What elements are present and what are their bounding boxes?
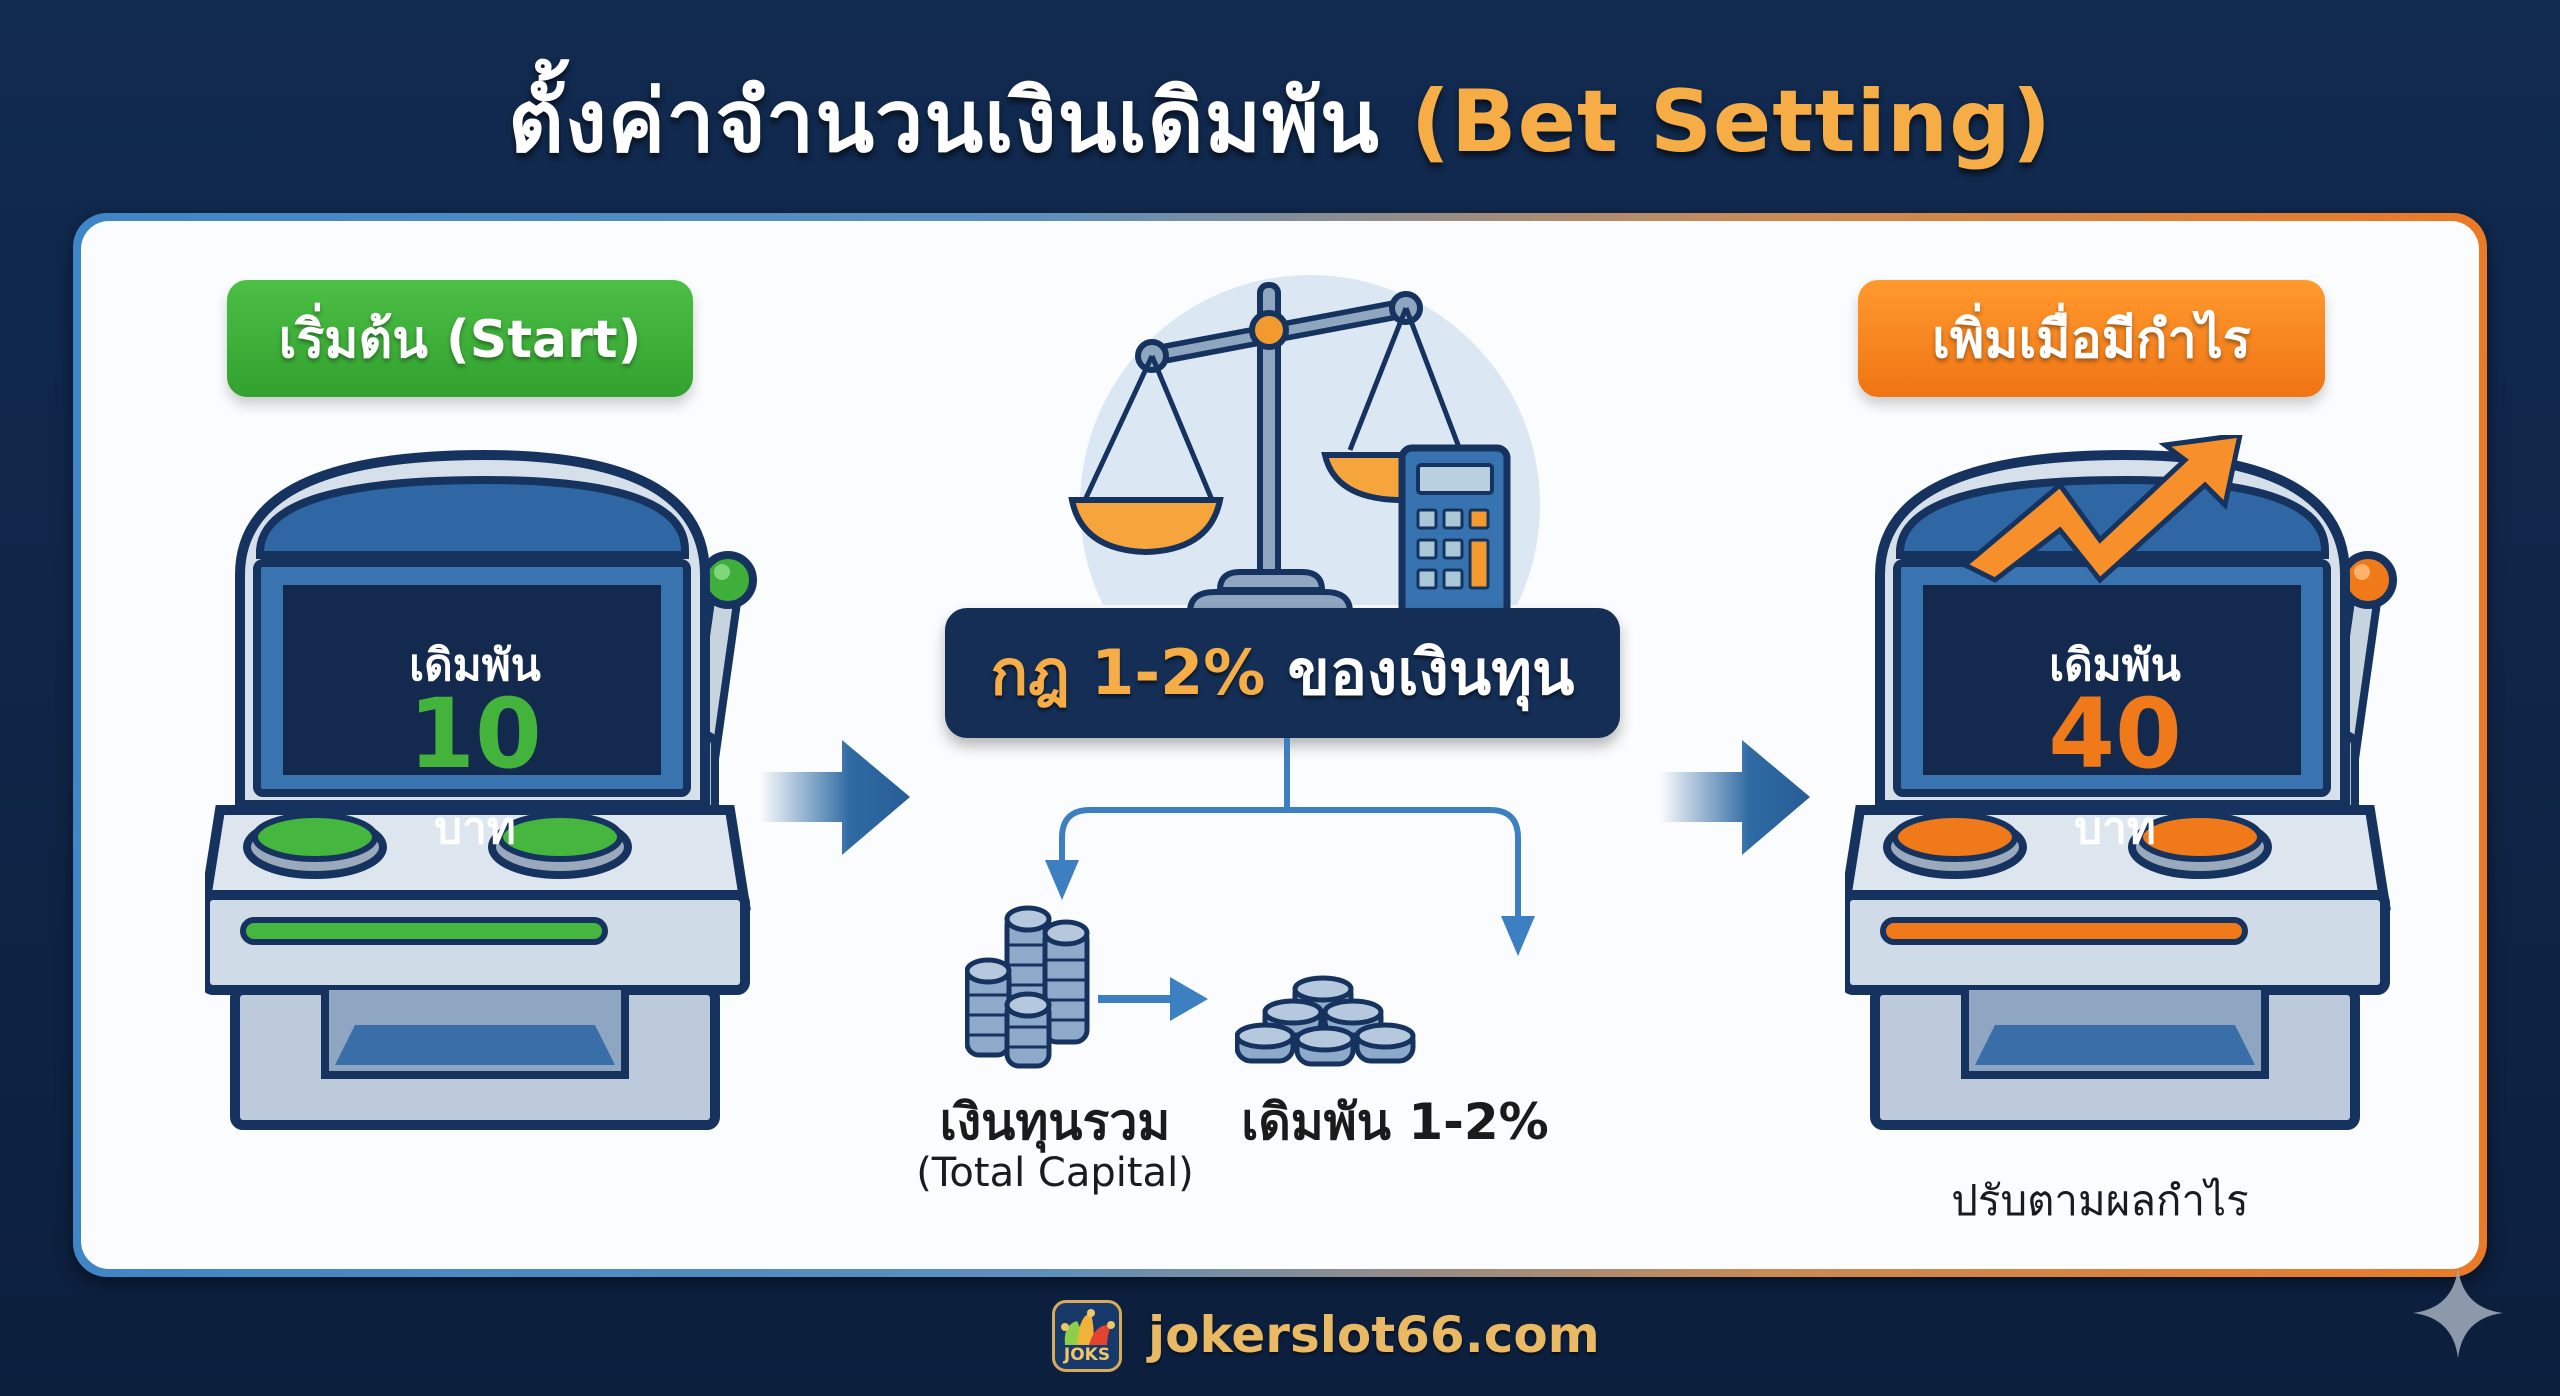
coin-pyramid-icon xyxy=(1235,975,1416,1067)
arrow-right-small-icon xyxy=(1098,977,1208,1021)
slot-machine-icon xyxy=(1839,432,2397,1130)
capital-sublabel: (Total Capital) xyxy=(916,1150,1194,1196)
start-label: เริ่มต้น (Start) xyxy=(227,280,693,397)
sparkle-icon xyxy=(2413,1268,2503,1358)
arrow-down-left-icon xyxy=(1045,860,1079,900)
page-title: ตั้งค่าจำนวนเงินเดิมพัน (Bet Setting) xyxy=(0,52,2560,189)
slot-machine-icon xyxy=(199,449,757,1130)
start-screen-label: เดิมพัน xyxy=(409,640,541,691)
rule-rest: ของเงินทุน xyxy=(1287,636,1575,709)
coin-stacks-icon xyxy=(965,905,1090,1069)
rule-highlight: กฎ 1-2% xyxy=(990,636,1266,709)
bet-percent-label: เดิมพัน 1-2% xyxy=(1241,1093,1549,1151)
arrow-down-right-icon xyxy=(1501,916,1535,956)
trend-up-icon xyxy=(1960,432,2244,584)
joker-logo: JOKS xyxy=(1052,1300,1122,1372)
title-thai: ตั้งค่าจำนวนเงินเดิมพัน xyxy=(507,72,1380,172)
increase-screen-label: เดิมพัน xyxy=(2049,640,2181,691)
increase-label-text: เพิ่มเมื่อมีกำไร xyxy=(1932,310,2251,370)
title-english: (Bet Setting) xyxy=(1410,72,2053,172)
logo-text: JOKS xyxy=(1063,1345,1111,1365)
calculator-icon xyxy=(1398,444,1511,624)
rule-banner: กฎ 1-2% ของเงินทุน xyxy=(945,608,1620,738)
site-url[interactable]: jokerslot66.com xyxy=(1148,1306,1600,1364)
start-bet-amount: 10 xyxy=(408,678,542,790)
scale-calculator-illustration xyxy=(1040,260,1640,735)
increase-caption: ปรับตามผลกำไร xyxy=(1951,1176,2249,1225)
increase-bet-amount: 40 xyxy=(2048,678,2182,790)
slot-machine-increase: เดิมพัน 40 บาท xyxy=(1839,432,2405,1145)
capital-label: เงินทุนรวม xyxy=(939,1093,1171,1151)
jester-hat-icon xyxy=(1061,1309,1115,1345)
balance-scale-icon xyxy=(1040,275,1640,735)
arrow-right-icon xyxy=(760,740,910,855)
start-label-text: เริ่มต้น (Start) xyxy=(278,310,642,370)
increase-label: เพิ่มเมื่อมีกำไร xyxy=(1858,280,2325,397)
increase-bet-unit: บาท xyxy=(2074,803,2156,854)
start-bet-unit: บาท xyxy=(434,803,516,854)
connector-arrows xyxy=(1045,738,1535,956)
arrow-right-icon-2 xyxy=(1660,740,1810,855)
slot-machine-start: เดิมพัน 10 บาท xyxy=(199,435,765,1145)
